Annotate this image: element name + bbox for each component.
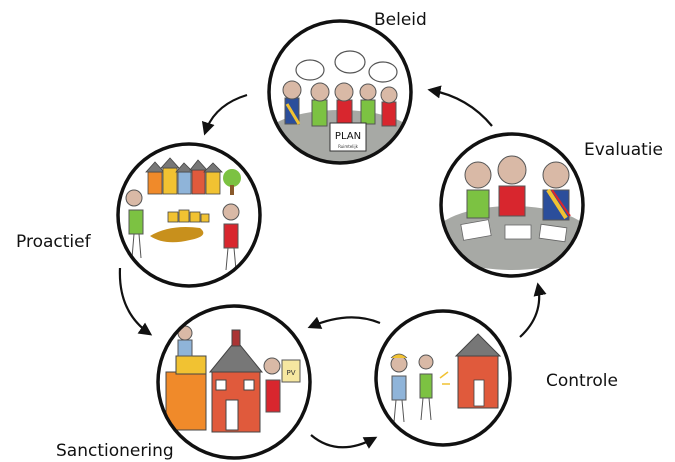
label-sanctionering: Sanctionering [56, 441, 174, 461]
controle-illustration [376, 311, 510, 445]
stage-controle [374, 309, 512, 447]
arrow-evaluatie-to-beleid [427, 85, 493, 127]
evaluatie-illustration [441, 134, 583, 276]
stage-sanctionering: PV [156, 304, 312, 460]
stage-beleid: PLAN Ruimtelijk [267, 19, 413, 165]
cycle-arrows [118, 85, 547, 449]
sanction-notice [281, 359, 301, 383]
plan-sign [329, 122, 367, 152]
arrow-beleid-to-proactief [201, 93, 248, 136]
arrow-sanctionering-to-controle [310, 434, 378, 449]
stage-proactief [116, 142, 262, 288]
sanctionering-illustration [158, 306, 310, 458]
label-evaluatie: Evaluatie [584, 140, 663, 160]
arrow-proactief-to-sanctionering [118, 267, 153, 336]
proactief-illustration [118, 144, 260, 286]
label-proactief: Proactief [16, 232, 91, 252]
plan-sign-text: PLAN [335, 131, 361, 142]
arrow-controle-to-evaluatie [519, 282, 547, 338]
plan-sign-subtext: Ruimtelijk [338, 144, 359, 149]
sanction-notice-text: PV [286, 369, 295, 377]
controle-circle [374, 309, 512, 447]
arrow-controle-to-sanctionering [307, 316, 381, 329]
evaluatie-circle [439, 132, 585, 278]
label-beleid: Beleid [374, 10, 427, 30]
stage-evaluatie [439, 132, 585, 278]
proactief-circle [116, 142, 262, 288]
label-controle: Controle [546, 371, 618, 391]
beleid-circle [267, 19, 413, 165]
sanctionering-circle [156, 304, 312, 460]
